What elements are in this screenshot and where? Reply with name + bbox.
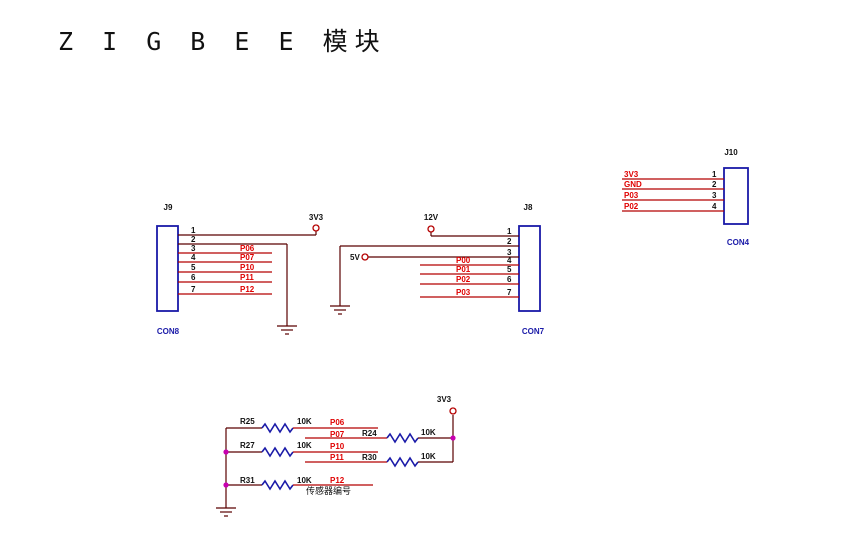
net-label: P06 [330,418,345,427]
power-label: 3V3 [309,213,324,222]
net-label: P10 [240,263,255,272]
net-label: P01 [456,265,471,274]
resistor-r27 [261,446,294,458]
net-label: P00 [456,256,471,265]
junction-dot [450,435,456,441]
power-port [427,225,435,233]
net-label: P02 [624,202,639,211]
pin-number: 2 [507,237,512,246]
pin-number: 6 [191,273,196,282]
connector-body [518,225,541,312]
net-label: GND [624,180,642,189]
net-label: P03 [624,191,639,200]
pin-number: 2 [712,180,717,189]
pin-number: 6 [507,275,512,284]
net-label: P12 [240,285,255,294]
junction-dot [223,482,229,488]
pin-number: 5 [191,263,196,272]
junction-dot [223,449,229,455]
resistor-r30 [386,456,419,468]
power-port [449,407,457,415]
resistor-r31 [261,479,294,491]
ref-label: J8 [524,203,533,212]
pin-number: 7 [191,285,196,294]
connector-j8: J8 CON7 1 2 3 4 5 6 7 P00 P01 P02 P03 12… [330,203,545,336]
resistor-value: 10K [297,476,312,485]
ground-symbol [330,305,350,315]
net-label: P07 [330,430,345,439]
net-label: P12 [330,476,345,485]
pin-number: 1 [191,226,196,235]
resistor-value: 10K [297,441,312,450]
ground-symbol [277,325,297,335]
resistor-network: R25 10K P06 R27 10K P10 R31 10K P12 传感器编… [216,395,457,517]
resistor-ref: R25 [240,417,255,426]
pin-number: 4 [712,202,717,211]
ref-label: J9 [164,203,173,212]
ref-label: J10 [724,148,738,157]
power-port [361,253,369,261]
pin-number: 4 [191,253,196,262]
net-label: P10 [330,442,345,451]
connector-j9: J9 CON8 1 2 3 4 5 6 7 P06 P07 P10 P11 P1… [156,203,324,336]
net-label: P06 [240,244,255,253]
pin-number: 3 [191,244,196,253]
connector-body [156,225,179,312]
resistor-ref: R30 [362,453,377,462]
resistor-r24 [386,432,419,444]
value-label: CON4 [727,238,750,247]
page-title: Z I G B E E 模块 [58,27,387,56]
value-label: CON7 [522,327,545,336]
pin-number: 1 [712,170,717,179]
power-label: 5V [350,253,360,262]
connector-body [723,167,749,225]
pin-number: 2 [191,235,196,244]
pin-number: 5 [507,265,512,274]
pin-number: 7 [507,288,512,297]
power-port [312,224,320,232]
sensor-note: 传感器编号 [306,485,351,497]
resistor-value: 10K [421,452,436,461]
pin-number: 3 [507,248,512,257]
net-label: 3V3 [624,170,639,179]
resistor-value: 10K [421,428,436,437]
net-label: P03 [456,288,471,297]
ground-symbol [216,507,236,517]
net-label: P02 [456,275,471,284]
resistor-value: 10K [297,417,312,426]
pin-number: 1 [507,227,512,236]
pin-number: 3 [712,191,717,200]
net-label: P11 [240,273,254,282]
resistor-ref: R24 [362,429,377,438]
resistor-ref: R31 [240,476,255,485]
net-label: P11 [330,453,344,462]
power-label: 12V [424,213,439,222]
value-label: CON8 [157,327,180,336]
net-label: P07 [240,253,255,262]
power-label: 3V3 [437,395,452,404]
connector-j10: J10 CON4 1 2 3 4 3V3 GND P03 P02 [622,148,750,247]
resistor-r25 [261,422,294,434]
pin-number: 4 [507,256,512,265]
resistor-ref: R27 [240,441,255,450]
